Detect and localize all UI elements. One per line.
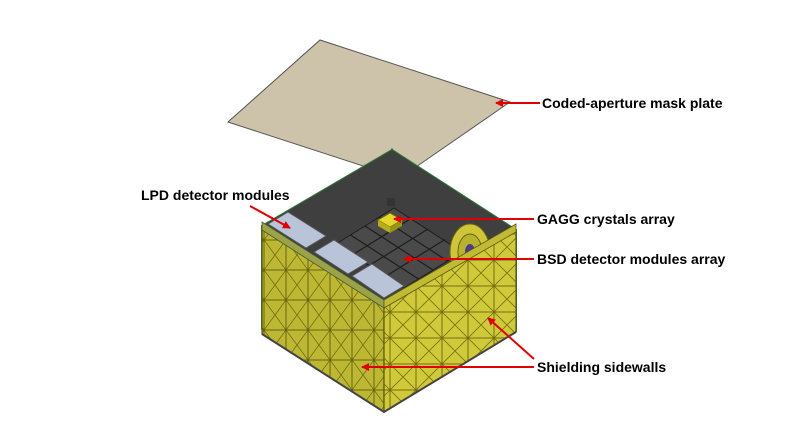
label-mask-plate: Coded-aperture mask plate <box>542 95 723 111</box>
side-rim <box>383 223 517 309</box>
label-lpd-modules: LPD detector modules <box>141 187 290 203</box>
mask-plate <box>227 39 512 179</box>
label-bsd-array: BSD detector modules array <box>537 251 726 267</box>
base-edge <box>261 331 517 414</box>
label-shielding-sidewalls: Shielding sidewalls <box>537 359 667 375</box>
arrow-lpd-modules <box>249 205 291 229</box>
arrow-shielding <box>487 317 535 360</box>
label-gagg-array: GAGG crystals array <box>537 211 675 227</box>
lpd-detector-modules <box>267 211 405 299</box>
